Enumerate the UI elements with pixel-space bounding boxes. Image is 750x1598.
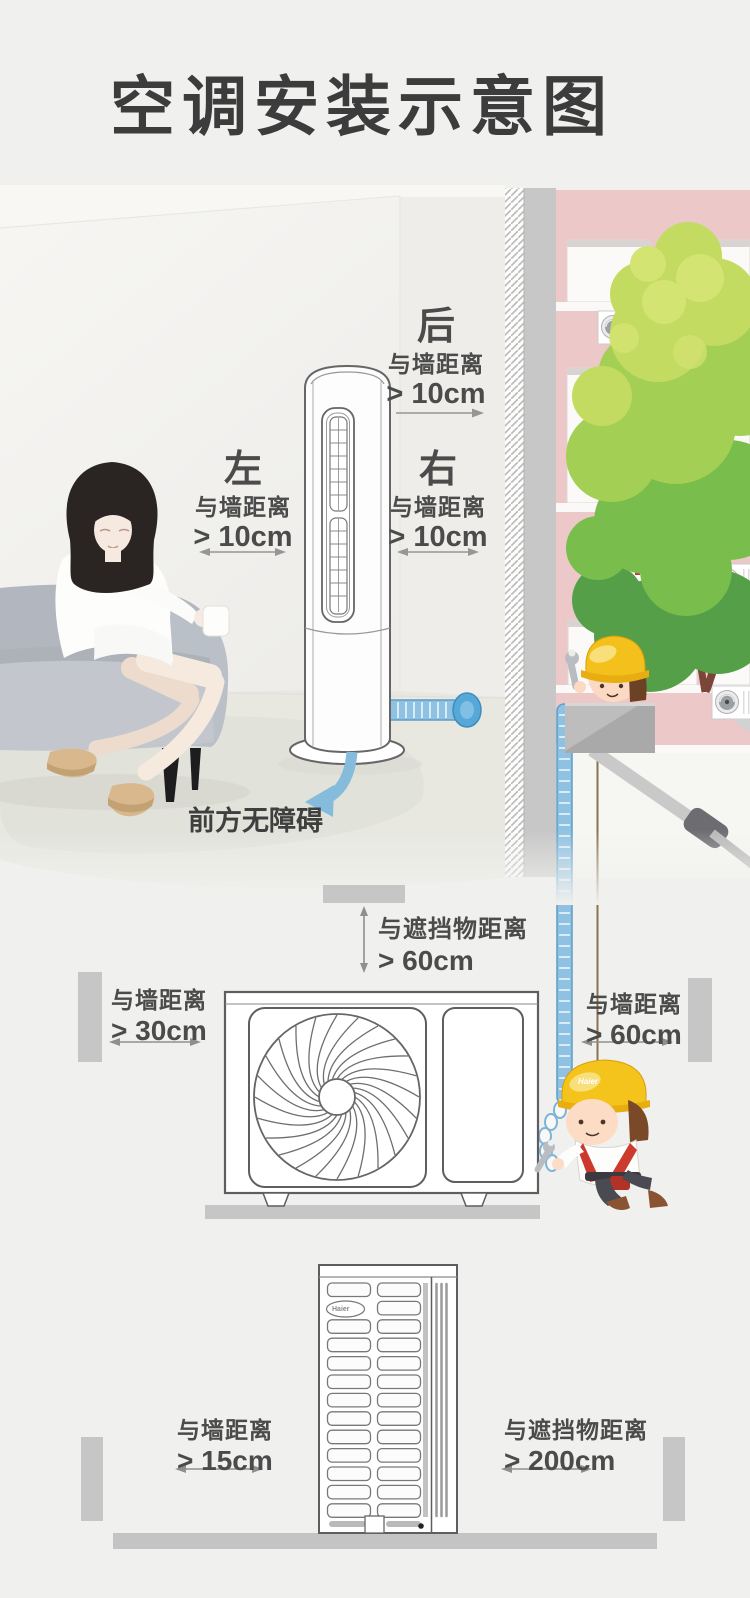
hanging-worker bbox=[534, 1059, 668, 1210]
tree bbox=[566, 222, 750, 694]
front-right-clearance-label: 与墙距离 > 60cm bbox=[586, 991, 682, 1050]
left-clearance-label: 左 与墙距离 > 10cm bbox=[193, 449, 293, 553]
front-top-clearance-label: 与遮挡物距离 > 60cm bbox=[378, 916, 528, 976]
wall bbox=[505, 188, 556, 877]
front-left-clearance-label: 与墙距离 > 30cm bbox=[111, 987, 207, 1046]
woman bbox=[47, 462, 230, 817]
side-right-clearance-label: 与遮挡物距离 > 200cm bbox=[504, 1417, 648, 1476]
front-clear-arrow bbox=[305, 751, 358, 817]
worker-on-platform bbox=[565, 635, 649, 702]
dimension-arrows bbox=[199, 408, 484, 556]
helmet-brand-label: Haier bbox=[578, 1077, 599, 1086]
unit-brand-label: Haier bbox=[332, 1306, 350, 1313]
page-title: 空调安装示意图 bbox=[110, 70, 615, 143]
front-clear-label: 前方无障碍 bbox=[188, 806, 323, 836]
outdoor-unit-side-view bbox=[81, 1264, 685, 1549]
outdoor-unit-front-view bbox=[78, 885, 712, 1219]
back-clearance-label: 后 与墙距离 > 10cm bbox=[386, 306, 486, 410]
right-clearance-label: 右 与墙距离 > 10cm bbox=[388, 449, 488, 553]
tower-ac-unit bbox=[278, 364, 422, 775]
side-left-clearance-label: 与墙距离 > 15cm bbox=[177, 1417, 273, 1476]
